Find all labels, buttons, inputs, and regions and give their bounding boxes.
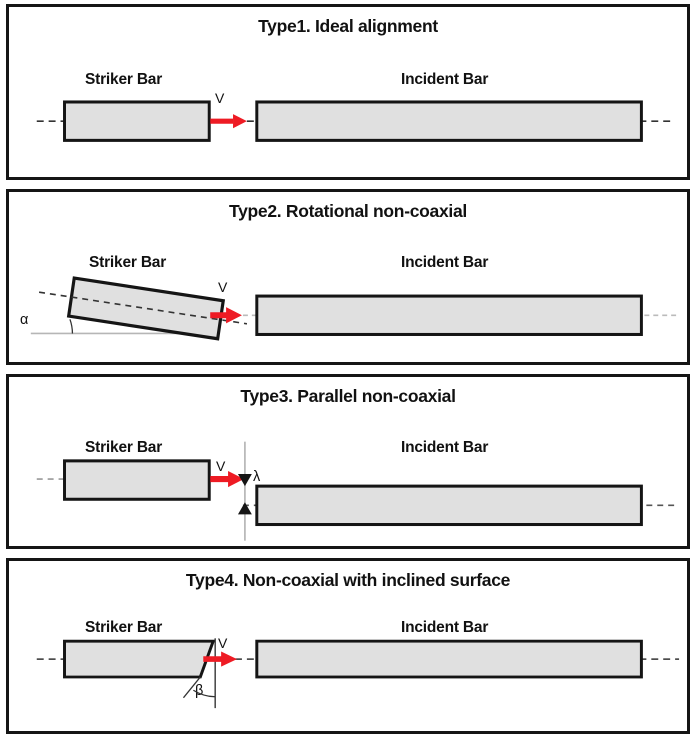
angle-alpha-label: α	[20, 311, 29, 328]
incident-bar-label-type4: Incident Bar	[401, 619, 489, 637]
striker-bar-label-type3: Striker Bar	[85, 438, 163, 456]
angle-beta-label: β	[195, 683, 204, 700]
panel-type2: Type2. Rotational non-coaxial Striker Ba…	[6, 188, 690, 365]
striker-bar-label-type2: Striker Bar	[89, 253, 167, 271]
striker-bar-label-type4: Striker Bar	[85, 619, 163, 637]
panel-type3: Type3. Parallel non-coaxial Striker Bar …	[6, 373, 690, 550]
velocity-label-type1: V	[215, 90, 225, 106]
angle-alpha-arc	[69, 318, 74, 334]
incident-bar-type2	[255, 294, 643, 336]
velocity-label-type3: V	[216, 457, 226, 474]
incident-bar-label-type2: Incident Bar	[401, 253, 489, 271]
striker-bar-type1	[63, 100, 211, 142]
panel-type1: Type1. Ideal alignment Striker Bar Incid…	[6, 4, 690, 180]
incident-bar-label-type1: Incident Bar	[401, 71, 489, 88]
incident-bar-type1	[255, 100, 643, 142]
velocity-label-type2: V	[218, 278, 228, 295]
velocity-arrow-type2	[210, 306, 242, 324]
axis-line-striker-type2	[38, 291, 248, 325]
striker-bar-type3	[63, 458, 211, 501]
incident-bar-label-type3: Incident Bar	[401, 438, 489, 456]
offset-lambda-label: λ	[253, 468, 261, 485]
striker-bar-type4	[63, 639, 216, 679]
panel-title-type1: Type1. Ideal alignment	[258, 16, 438, 36]
velocity-arrow-type1	[210, 114, 247, 129]
panel-title-type2: Type2. Rotational non-coaxial	[229, 200, 467, 221]
incident-bar-type4	[255, 639, 643, 679]
offset-arrowhead-bottom	[237, 501, 252, 514]
panel-title-type3: Type3. Parallel non-coaxial	[240, 385, 456, 406]
panel-title-type4: Type4. Non-coaxial with inclined surface	[185, 570, 511, 591]
offset-arrowhead-top	[237, 473, 252, 486]
striker-bar-label-type1: Striker Bar	[85, 71, 163, 88]
incident-bar-type3	[255, 484, 643, 526]
panel-type4: Type4. Non-coaxial with inclined surface…	[6, 558, 690, 734]
velocity-arrow-type4	[203, 651, 237, 667]
striker-bar-type2	[66, 276, 226, 341]
velocity-label-type4: V	[218, 635, 228, 652]
